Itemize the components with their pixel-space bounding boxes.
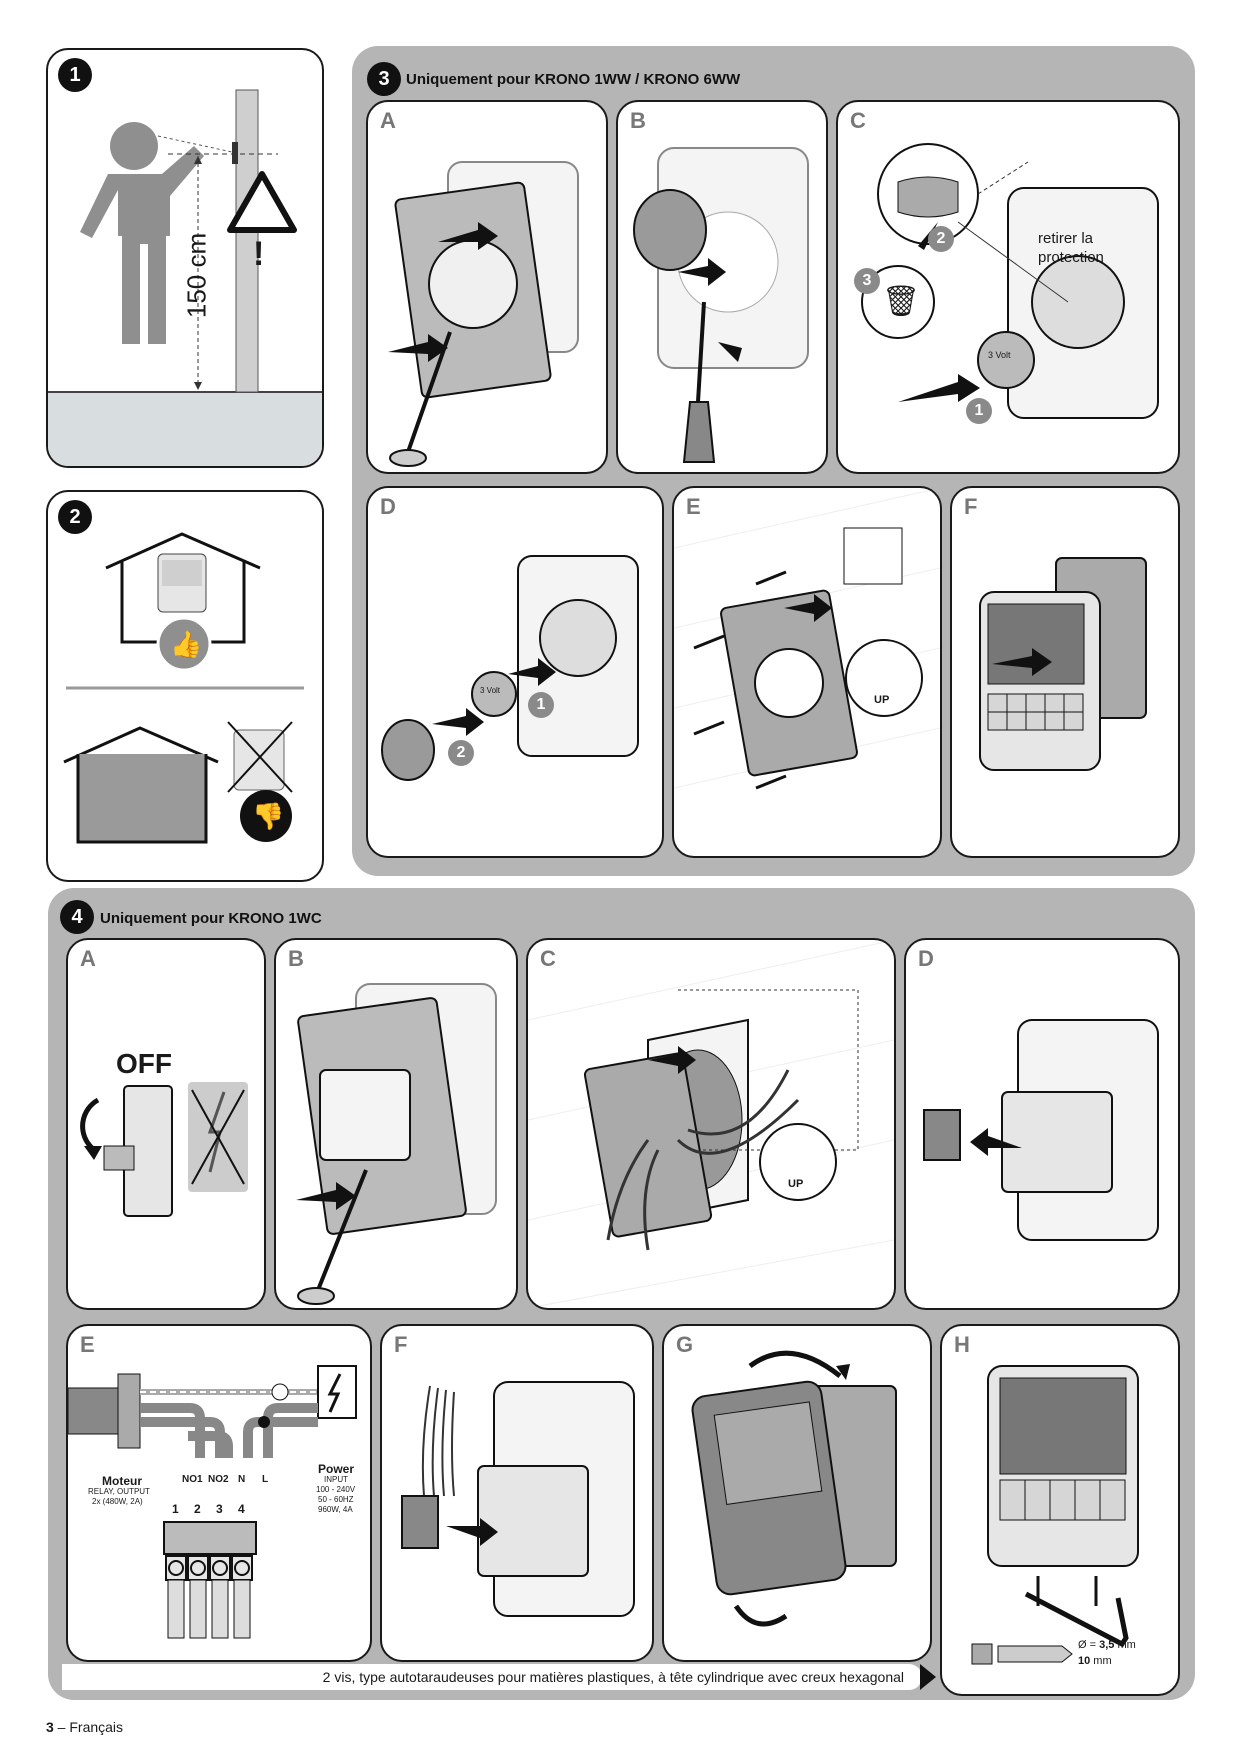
insert-battery-illustration bbox=[381, 555, 639, 781]
motor-title: Moteur bbox=[102, 1474, 142, 1488]
section-3-badge: 3 bbox=[367, 62, 401, 96]
callout-line-2: protection bbox=[1038, 249, 1104, 266]
motor-sub-1: RELAY, OUTPUT bbox=[88, 1487, 150, 1496]
panel-4h: H Ø = 3,5 mm 10 mm bbox=[940, 1324, 1180, 1696]
screw-note-bar bbox=[62, 1664, 922, 1690]
step-badge: 2 bbox=[928, 226, 954, 252]
thumbs-down-icon: 👎 bbox=[252, 801, 285, 831]
arrow-right-icon bbox=[920, 1664, 936, 1690]
screw-diameter-unit: mm bbox=[1114, 1639, 1136, 1651]
plug-connector-illustration bbox=[401, 1381, 635, 1617]
screw-diameter: Ø = 3,5 mm bbox=[1078, 1639, 1136, 1651]
power-off-illustration bbox=[80, 1082, 248, 1217]
motor-sub-2: 2x (480W, 2A) bbox=[92, 1497, 143, 1506]
panel-3d: D 1 2 3 Volt bbox=[366, 486, 664, 858]
wall-mount-frame-illustration bbox=[674, 488, 940, 790]
attach-thermostat-illustration bbox=[979, 557, 1147, 771]
terminal-label: NO2 bbox=[208, 1474, 229, 1485]
panel-4g: G bbox=[662, 1324, 932, 1662]
panel-3a: A bbox=[366, 100, 608, 474]
section-3-title: Uniquement pour KRONO 1WW / KRONO 6WW bbox=[406, 71, 741, 88]
screw-note: 2 vis, type autotaraudeuses pour matière… bbox=[322, 1669, 904, 1685]
screw-length: 10 mm bbox=[1078, 1655, 1112, 1667]
panel-letter: A bbox=[380, 108, 396, 133]
battery-label: 3 Volt bbox=[988, 350, 1011, 360]
panel-3c: C retirer la protection 2 3 1 🗑 3 Volt bbox=[836, 100, 1180, 474]
panel-letter: D bbox=[380, 494, 396, 519]
panel-letter: F bbox=[964, 494, 978, 519]
terminal-label: L bbox=[262, 1474, 269, 1485]
terminal-label: N bbox=[238, 1474, 246, 1485]
footer-language: – Français bbox=[53, 1719, 124, 1735]
trash-icon: 🗑 bbox=[882, 285, 921, 318]
up-label: UP bbox=[874, 694, 890, 706]
step-badge: 3 bbox=[854, 268, 880, 294]
step-badge: 1 bbox=[528, 692, 554, 718]
panel-letter: C bbox=[540, 946, 556, 971]
panel-4d: D bbox=[904, 938, 1180, 1310]
terminal-number: 4 bbox=[238, 1502, 245, 1516]
remove-frame-1wc-illustration bbox=[296, 983, 497, 1305]
panel-letter: B bbox=[630, 108, 646, 133]
section-2-badge: 2 bbox=[58, 500, 92, 534]
panel-letter: C bbox=[850, 108, 866, 133]
power-sub-1: INPUT bbox=[324, 1475, 348, 1484]
remove-cap-illustration bbox=[633, 147, 809, 463]
panel-4f: F bbox=[380, 1324, 654, 1662]
power-sub-2: 100 - 240V bbox=[316, 1485, 356, 1494]
section-4-badge: 4 bbox=[60, 900, 94, 934]
wiring-through-frame-illustration bbox=[528, 940, 894, 1308]
panel-4e: E Moteur RELAY, OUTPUT 2x (480W, 2A) NO1… bbox=[66, 1324, 372, 1662]
height-label: 150 cm bbox=[181, 232, 212, 319]
panel-letter: E bbox=[686, 494, 701, 519]
screw-diameter-prefix: Ø = bbox=[1078, 1639, 1100, 1651]
section-1-badge: 1 bbox=[58, 58, 92, 92]
page-number: 3 bbox=[46, 1719, 54, 1735]
fix-screws-illustration bbox=[971, 1365, 1139, 1665]
panel-4a: A OFF bbox=[66, 938, 266, 1310]
power-sub-3: 50 - 60HZ bbox=[318, 1495, 354, 1504]
callout-line-1: retirer la bbox=[1038, 230, 1094, 247]
power-title: Power bbox=[318, 1462, 355, 1476]
remove-connector-illustration bbox=[923, 1019, 1159, 1241]
remove-battery-illustration bbox=[861, 143, 1159, 419]
screw-length-unit: mm bbox=[1090, 1655, 1112, 1667]
page-footer: 3 – Français bbox=[46, 1719, 123, 1735]
remove-frame-illustration bbox=[388, 161, 579, 467]
panel-3f: F bbox=[950, 486, 1180, 858]
step-badge: 2 bbox=[448, 740, 474, 766]
terminal-number: 2 bbox=[194, 1502, 201, 1516]
panel-3b: B bbox=[616, 100, 828, 474]
panel-section-2: 👍 👎 bbox=[46, 490, 324, 882]
terminal-number: 3 bbox=[216, 1502, 223, 1516]
panel-4b: B bbox=[274, 938, 518, 1310]
panel-letter: E bbox=[80, 1332, 95, 1357]
terminal-label: NO1 bbox=[182, 1474, 203, 1485]
power-sub-4: 960W, 4A bbox=[318, 1505, 353, 1514]
panel-letter: B bbox=[288, 946, 304, 971]
wiring-diagram bbox=[68, 1365, 357, 1639]
panel-letter: H bbox=[954, 1332, 970, 1357]
warning-icon: ! bbox=[253, 235, 265, 273]
panel-letter: F bbox=[394, 1332, 408, 1357]
step-badge: 1 bbox=[966, 398, 992, 424]
battery-label: 3 Volt bbox=[480, 686, 501, 695]
panel-section-1: ! 150 cm bbox=[46, 48, 324, 468]
off-label: OFF bbox=[116, 1048, 172, 1079]
screw-diameter-value: 3,5 bbox=[1099, 1639, 1115, 1651]
mounting-height-illustration bbox=[48, 89, 322, 466]
section-4-title: Uniquement pour KRONO 1WC bbox=[100, 910, 322, 927]
thumbs-up-icon: 👍 bbox=[170, 629, 203, 659]
panel-letter: D bbox=[918, 946, 934, 971]
panel-letter: A bbox=[80, 946, 96, 971]
screw-length-value: 10 bbox=[1078, 1655, 1091, 1667]
terminal-number: 1 bbox=[172, 1502, 179, 1516]
panel-3e: E UP bbox=[672, 486, 942, 858]
panel-4c: C UP bbox=[526, 938, 896, 1310]
up-label: UP bbox=[788, 1178, 804, 1190]
panel-letter: G bbox=[676, 1332, 694, 1357]
close-thermostat-illustration bbox=[691, 1350, 897, 1627]
indoor-outdoor-illustration bbox=[63, 532, 304, 844]
